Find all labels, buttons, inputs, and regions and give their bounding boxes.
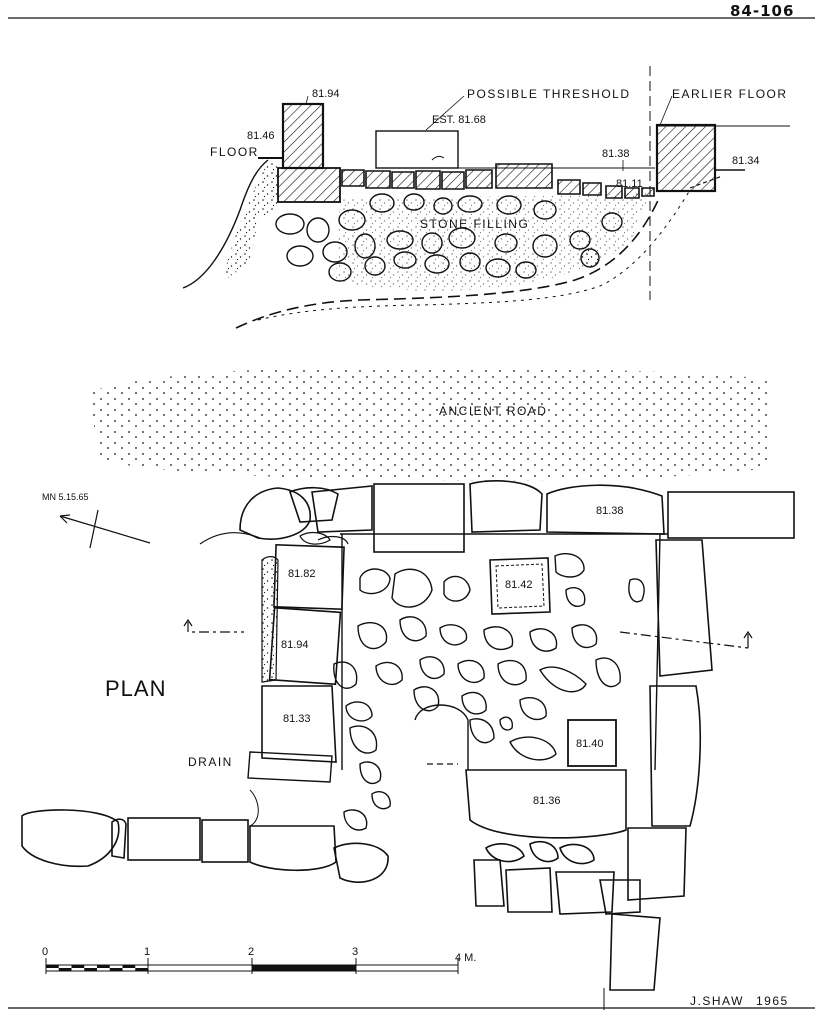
north-arrow-label: MN 5.15.65 (42, 492, 89, 502)
section-elevation-wall-top: 81.94 (312, 88, 340, 100)
plan-elevation-block-d: 81.40 (576, 738, 604, 750)
ancient-road-area (88, 367, 770, 481)
credit-author: J.SHAW (690, 994, 744, 1008)
floor-label: FLOOR (210, 145, 259, 159)
scale-tick-4: 4 M. (455, 952, 477, 964)
stone-filling-label: STONE FILLING (420, 217, 530, 231)
plan-elevation-block-e: 81.36 (533, 795, 561, 807)
scale-tick-2: 2 (248, 946, 255, 958)
sheet-border (8, 17, 815, 1009)
sheet-number: 84-106 (730, 2, 795, 20)
ancient-road-label: ANCIENT ROAD (439, 404, 548, 418)
drain-label: DRAIN (188, 755, 233, 769)
plan-elevation-block-b: 81.94 (281, 639, 309, 651)
plan-drawing (21, 480, 795, 991)
plan-elevation-top-stone: 81.38 (596, 505, 624, 517)
section-elevation-right-wall: 81.34 (732, 155, 760, 167)
section-elevation-wall-floor: 81.46 (247, 130, 275, 142)
plan-elevation-block-c: 81.33 (283, 713, 311, 725)
scale-tick-3: 3 (352, 946, 359, 958)
section-elevation-right-floor-b: 81.11 (616, 178, 643, 190)
scale-bar (45, 958, 459, 974)
section-elevation-threshold: EST. 81.68 (432, 114, 486, 126)
scale-tick-0: 0 (42, 946, 49, 958)
plan-title: PLAN (105, 676, 167, 701)
scale-tick-1: 1 (144, 946, 151, 958)
section-drawing (182, 66, 790, 329)
possible-threshold-label: POSSIBLE THRESHOLD (467, 87, 631, 101)
plan-elevation-block-a: 81.82 (288, 568, 316, 580)
earlier-floor-label: EARLIER FLOOR (672, 87, 788, 101)
plan-elevation-slab: 81.42 (505, 579, 533, 591)
credit-year: 1965 (756, 994, 789, 1008)
section-elevation-right-floor-a: 81.38 (602, 148, 630, 160)
